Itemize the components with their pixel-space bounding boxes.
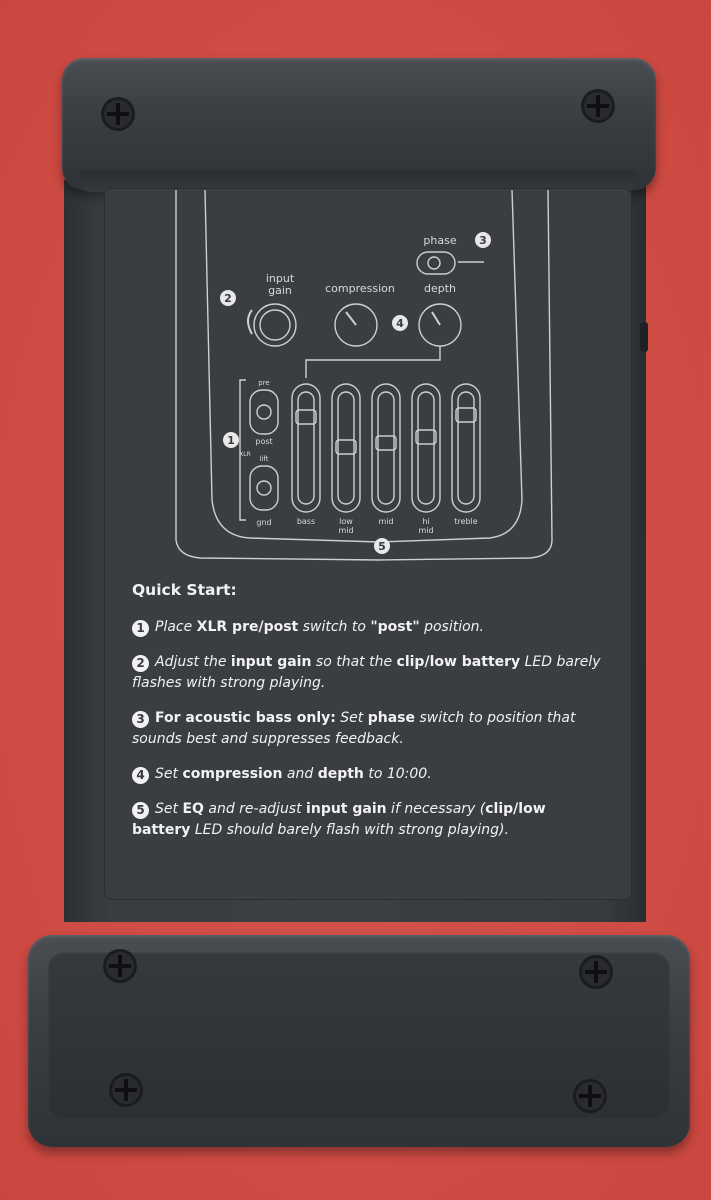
eq-slider-low-mid[interactable] xyxy=(331,383,361,513)
quick-start-steps: 1 Place XLR pre/post switch to "post" pos… xyxy=(132,617,602,841)
step-text: Adjust the xyxy=(155,654,231,670)
instruction-label xyxy=(104,188,632,900)
callout-5: 5 xyxy=(378,540,386,553)
screw-icon xyxy=(101,97,135,131)
step-text: LED should barely flash with strong play… xyxy=(190,822,509,838)
eq-band-label: bass xyxy=(297,517,315,526)
compression-label: compression xyxy=(325,282,395,295)
step-emphasis: phase xyxy=(367,710,415,726)
step-emphasis: EQ xyxy=(182,801,204,817)
step-emphasis: clip/low battery xyxy=(132,801,546,838)
eq-band-label: treble xyxy=(454,517,477,526)
input-gain-label-2: gain xyxy=(268,284,292,297)
step-text: Set xyxy=(155,801,183,817)
step-text: Set xyxy=(155,766,183,782)
step-number-badge: 1 xyxy=(132,620,149,637)
eq-band-label: mid xyxy=(418,526,433,535)
step-emphasis: "post" xyxy=(370,619,420,635)
step-emphasis: input gain xyxy=(230,654,312,670)
side-button[interactable] xyxy=(640,322,648,352)
quick-start-step: 3 For acoustic bass only: Set phase switc… xyxy=(132,708,602,750)
callout-3: 3 xyxy=(479,234,487,247)
pre-label: pre xyxy=(258,379,269,387)
eq-slider-treble[interactable] xyxy=(451,383,481,513)
gain-arrow-icon xyxy=(247,309,253,335)
callout-2: 2 xyxy=(224,292,232,305)
eq-band-label: mid xyxy=(338,526,353,535)
eq-slider-bass[interactable] xyxy=(291,383,321,513)
eq-slider-hi-mid[interactable] xyxy=(411,383,441,513)
gnd-label: gnd xyxy=(256,518,271,527)
diagram-inner-outline xyxy=(204,189,523,543)
input-gain-label: input xyxy=(266,272,295,285)
screw-icon xyxy=(103,949,137,983)
xlr-label: XLR xyxy=(239,451,251,458)
top-cap-lip xyxy=(80,170,636,192)
step-emphasis: For acoustic bass only: xyxy=(155,710,336,726)
lift-label: lift xyxy=(260,455,269,463)
phase-label: phase xyxy=(423,234,456,247)
phase-switch[interactable] xyxy=(416,251,456,275)
callout-4: 4 xyxy=(396,317,404,330)
quick-start-step: 1 Place XLR pre/post switch to "post" pos… xyxy=(132,617,602,638)
step-number-badge: 3 xyxy=(132,711,149,728)
quick-start-title: Quick Start: xyxy=(132,581,237,599)
top-end-cap xyxy=(62,58,656,190)
pre-post-switch[interactable] xyxy=(249,389,279,435)
step-number-badge: 2 xyxy=(132,655,149,672)
step-emphasis: depth xyxy=(317,766,364,782)
step-text: position. xyxy=(419,619,484,635)
eq-slider-mid[interactable] xyxy=(371,383,401,513)
eq-band-label: low xyxy=(339,517,353,526)
step-emphasis: clip/low battery xyxy=(396,654,521,670)
step-text: switch to xyxy=(298,619,371,635)
step-text: Set xyxy=(335,710,368,726)
step-emphasis: XLR pre/post xyxy=(196,619,299,635)
callout-badges: 1 2 3 4 5 xyxy=(220,232,491,554)
callout-1: 1 xyxy=(227,434,235,447)
step-number-badge: 5 xyxy=(132,802,149,819)
eq-band-label: mid xyxy=(378,517,393,526)
screw-icon xyxy=(581,89,615,123)
step-text: to 10:00. xyxy=(363,766,432,782)
control-diagram: 1 2 3 4 5 input gain compression phase d… xyxy=(175,189,553,561)
step-text: if necessary ( xyxy=(386,801,486,817)
post-label: post xyxy=(255,437,272,446)
step-emphasis: input gain xyxy=(306,801,387,817)
bottom-cap-plate xyxy=(48,952,670,1118)
diagram-outline-right xyxy=(379,189,553,561)
eq-band-label: hi xyxy=(422,517,429,526)
screw-icon xyxy=(573,1079,607,1113)
step-emphasis: compression xyxy=(182,766,283,782)
quick-start-instructions: Quick Start: 1 Place XLR pre/post switch … xyxy=(132,580,602,855)
compression-knob[interactable] xyxy=(334,303,378,347)
input-gain-knob[interactable] xyxy=(253,303,297,347)
step-text: switch to position that sounds best and … xyxy=(132,710,576,747)
screw-icon xyxy=(579,955,613,989)
quick-start-step: 4 Set compression and depth to 10:00. xyxy=(132,764,602,785)
step-number-badge: 4 xyxy=(132,767,149,784)
lift-gnd-switch[interactable] xyxy=(249,465,279,511)
diagram-outline-left xyxy=(175,190,381,561)
quick-start-step: 2 Adjust the input gain so that the clip/… xyxy=(132,652,602,694)
screw-icon xyxy=(109,1073,143,1107)
step-text: so that the xyxy=(311,654,397,670)
depth-label: depth xyxy=(424,282,456,295)
step-text: Place xyxy=(155,619,197,635)
step-text: and re-adjust xyxy=(203,801,307,817)
step-text: LED barely flashes with strong playing. xyxy=(132,654,601,691)
quick-start-step: 5 Set EQ and re-adjust input gain if nece… xyxy=(132,799,602,841)
step-text: and xyxy=(282,766,318,782)
